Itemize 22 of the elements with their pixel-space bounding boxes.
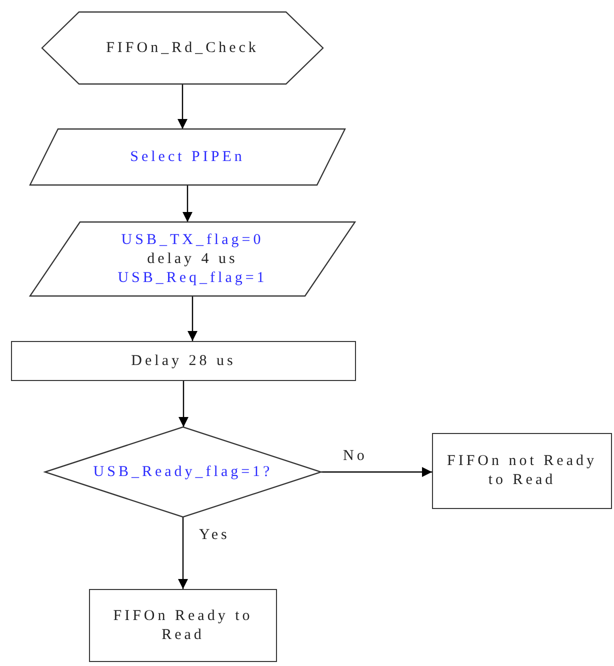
node-text: FIFOn_Rd_Check bbox=[106, 38, 259, 58]
input-parallelogram bbox=[30, 222, 355, 296]
node-text: delay 4 us bbox=[147, 250, 238, 268]
process-box bbox=[432, 433, 612, 509]
arrow bbox=[182, 185, 192, 222]
start-hexagon bbox=[42, 12, 323, 84]
arrow bbox=[188, 296, 198, 341]
node-text: USB_Ready_flag=1? bbox=[93, 462, 273, 482]
process-box bbox=[11, 341, 356, 381]
arrow bbox=[178, 381, 188, 427]
arrow bbox=[178, 84, 188, 129]
process-box bbox=[89, 589, 277, 662]
node-text: FIFOn not Ready to Read bbox=[446, 452, 598, 490]
arrow bbox=[178, 517, 188, 589]
input-parallelogram bbox=[30, 129, 345, 185]
arrow bbox=[321, 467, 432, 477]
node-text: Select PIPEn bbox=[130, 148, 245, 166]
node-text: USB_TX_flag=0 bbox=[121, 230, 264, 250]
decision-diamond bbox=[45, 427, 321, 517]
node-text: FIFOn Ready to Read bbox=[112, 606, 254, 644]
node-text: USB_Req_flag=1 bbox=[118, 268, 268, 288]
node-text: Delay 28 us bbox=[131, 352, 236, 370]
